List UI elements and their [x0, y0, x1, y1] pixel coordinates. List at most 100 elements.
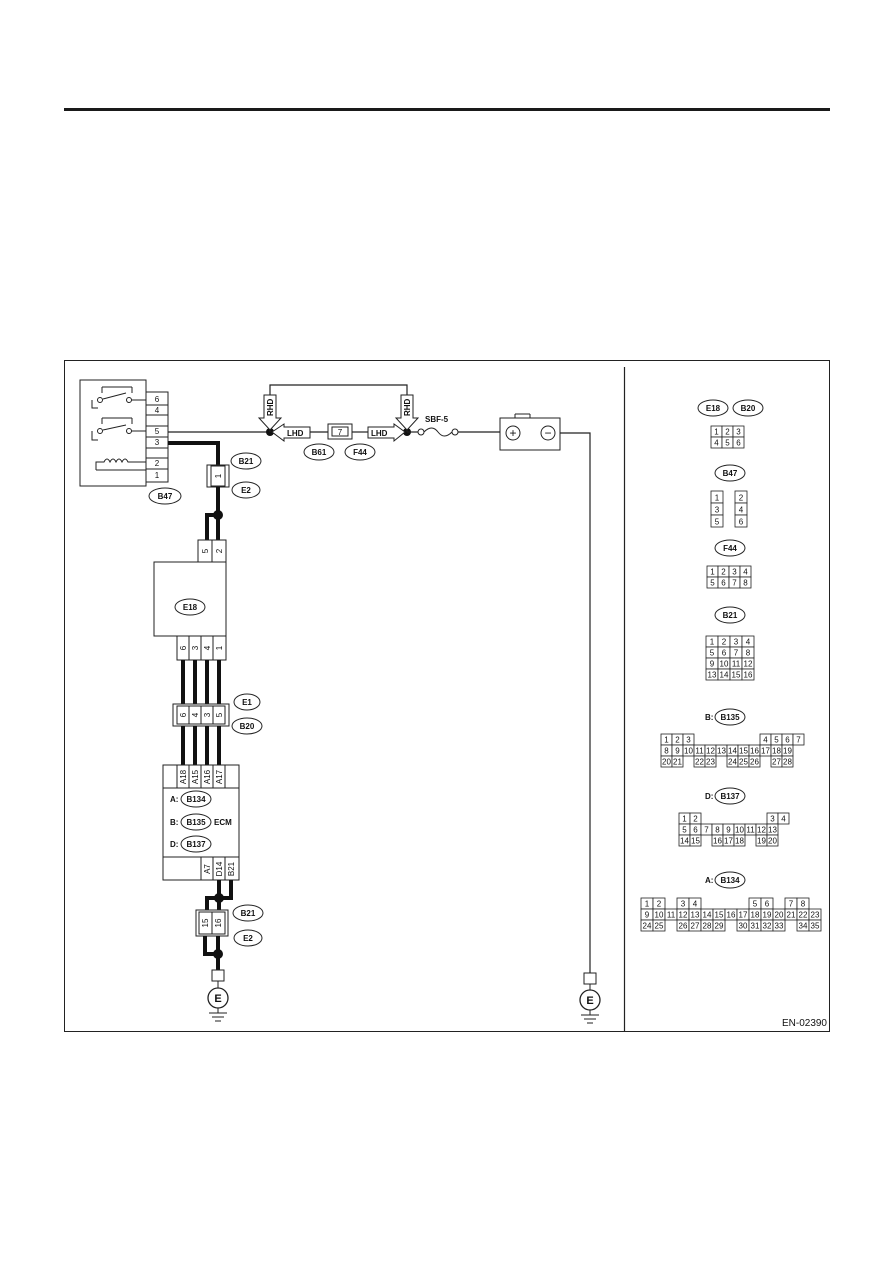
b137-pin-16: 16 [713, 837, 722, 846]
b134-pin-2: 2 [657, 900, 662, 909]
b134-pin-9: 9 [645, 911, 650, 920]
b134-pin-4: 4 [693, 900, 698, 909]
b134-pin-14: 14 [703, 911, 712, 920]
legend-e18-tag: E18 [706, 404, 721, 413]
b134-pin-27: 27 [691, 922, 700, 931]
wire-b47-3 [168, 441, 220, 465]
b134-pin-25: 25 [655, 922, 664, 931]
b137-pin-13: 13 [768, 826, 777, 835]
e2-bot-tag: E2 [243, 934, 253, 943]
b134-pin-10: 10 [655, 911, 664, 920]
b47-tag: B47 [158, 492, 173, 501]
f44-tag: F44 [353, 448, 367, 457]
ecm-pin-a18: A18 [179, 769, 188, 784]
junction-4 [214, 893, 224, 903]
b135-pin-5: 5 [774, 736, 779, 745]
b137-pin-cell [733, 834, 746, 847]
b137-pin-14: 14 [680, 837, 689, 846]
b137-pin-17: 17 [724, 837, 733, 846]
e18-top-pin-2: 2 [215, 548, 224, 553]
legend-b134-prefix: A: [705, 876, 713, 885]
e18_b20-pin-4: 4 [714, 439, 719, 448]
ecm-prefix-d: D: [170, 840, 178, 849]
b135-pin-16: 16 [750, 747, 759, 756]
b137-tag: B137 [186, 840, 206, 849]
b21-pin-16: 16 [744, 671, 753, 680]
b134-pin-cell [712, 919, 726, 932]
e2-top-tag: E2 [241, 486, 251, 495]
b135-pin-12: 12 [706, 747, 715, 756]
b135-pin-28: 28 [783, 758, 792, 767]
legend-b135-tag: B135 [720, 713, 740, 722]
b47-pin-6: 6 [739, 518, 744, 527]
rhd-arrow-right: RHD [394, 394, 420, 431]
b135-pin-13: 13 [717, 747, 726, 756]
ecm-pin-a7: A7 [203, 864, 212, 874]
b134-pin-21: 21 [787, 911, 796, 920]
f44-pin-3: 3 [732, 568, 737, 577]
b47-pin-3: 3 [155, 438, 160, 447]
b21-pin-1: 1 [710, 638, 715, 647]
b134-pin-3: 3 [681, 900, 686, 909]
b134-pin-26: 26 [679, 922, 688, 931]
e18-bot-pin-1: 1 [215, 645, 224, 650]
ecm-pin-b21: B21 [227, 861, 236, 876]
b21-pin-9: 9 [710, 660, 715, 669]
b21-pin-3: 3 [734, 638, 739, 647]
b135-pin-25: 25 [739, 758, 748, 767]
lhd-label-2: LHD [371, 429, 388, 438]
b135-pin-15: 15 [739, 747, 748, 756]
b137-pin-cell [689, 834, 702, 847]
harness-e18-e1 [181, 660, 221, 704]
b21-pin-cell [741, 668, 755, 681]
b134-pin-35: 35 [811, 922, 820, 931]
header-rule [64, 108, 830, 111]
b21-pin-8: 8 [746, 649, 751, 658]
b135-pin-3: 3 [686, 736, 691, 745]
b135-pin-cell [748, 755, 761, 768]
b134-pin-cell [808, 919, 822, 932]
b135-pin-cell [781, 755, 794, 768]
b134-pin-8: 8 [801, 900, 806, 909]
ground-left-label: E [214, 993, 221, 1005]
lhd-arrow-right: LHD [367, 423, 406, 443]
b134-pin-6: 6 [765, 900, 770, 909]
b47-pin-2: 2 [155, 459, 160, 468]
b21-top-tag: B21 [239, 457, 254, 466]
e18-top-pin-5: 5 [201, 548, 210, 553]
module-e18: 5 2 E18 6 3 4 1 [153, 539, 227, 661]
b135-pin-6: 6 [785, 736, 790, 745]
e18-bot-pin-3: 3 [191, 645, 200, 650]
b61-f44-connector: 7 [327, 423, 353, 440]
e18_b20-pin-3: 3 [736, 428, 741, 437]
b61-tag: B61 [312, 448, 327, 457]
ground-right-label: E [586, 995, 593, 1007]
b137-pin-19: 19 [757, 837, 766, 846]
b137-pin-8: 8 [715, 826, 720, 835]
b135-pin-cell [704, 755, 717, 768]
legend-b20-tag: B20 [741, 404, 756, 413]
b21-top-pin: 1 [214, 473, 223, 478]
b134-pin-31: 31 [751, 922, 760, 931]
b135-pin-22: 22 [695, 758, 704, 767]
battery-minus: − [544, 426, 551, 440]
e18-bot-pin-6: 6 [179, 645, 188, 650]
ground-left: E [207, 969, 229, 1022]
b137-pin-1: 1 [682, 815, 687, 824]
b134-pin-cell [652, 919, 666, 932]
b134-pin-12: 12 [679, 911, 688, 920]
b47-pin-3: 3 [715, 506, 720, 515]
legend-f44-tag: F44 [723, 544, 737, 553]
e18-tag: E18 [183, 603, 198, 612]
e1-pin-4: 4 [191, 712, 200, 717]
b21-pin-4: 4 [746, 638, 751, 647]
